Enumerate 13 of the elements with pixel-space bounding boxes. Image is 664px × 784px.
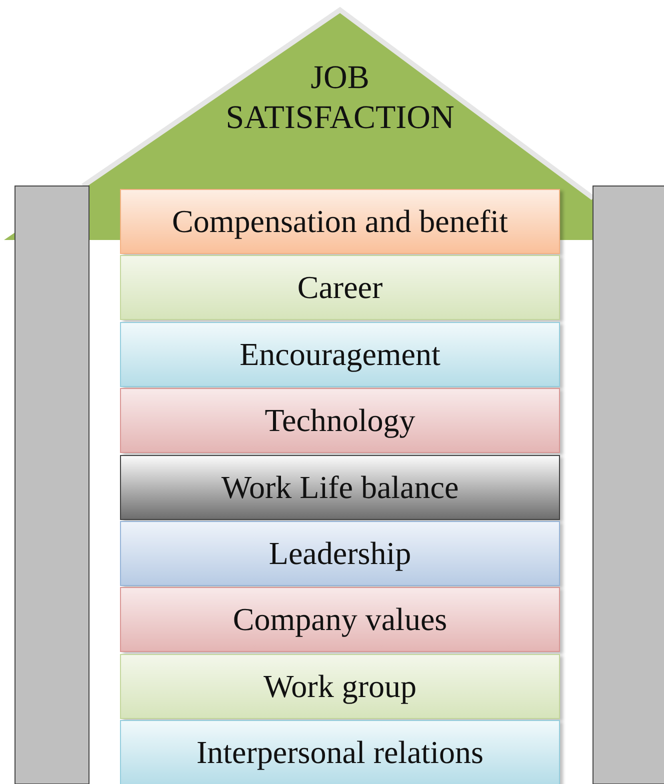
factor-bar: Work group — [120, 654, 560, 719]
factor-bar: Compensation and benefit — [120, 189, 560, 254]
factor-bar: Company values — [120, 587, 560, 652]
pillar — [14, 186, 90, 784]
factor-bar: Career — [120, 255, 560, 320]
roof-title: JOB SATISFACTION — [224, 59, 456, 138]
factor-bar: Encouragement — [120, 322, 560, 387]
factor-bar: Technology — [120, 388, 560, 454]
roof-triangle — [4, 6, 594, 240]
factor-bar: Leadership — [120, 521, 560, 586]
factor-bar: Work Life balance — [120, 454, 560, 520]
factor-bar: Interpersonal relations — [120, 720, 560, 784]
pillar — [592, 186, 664, 784]
